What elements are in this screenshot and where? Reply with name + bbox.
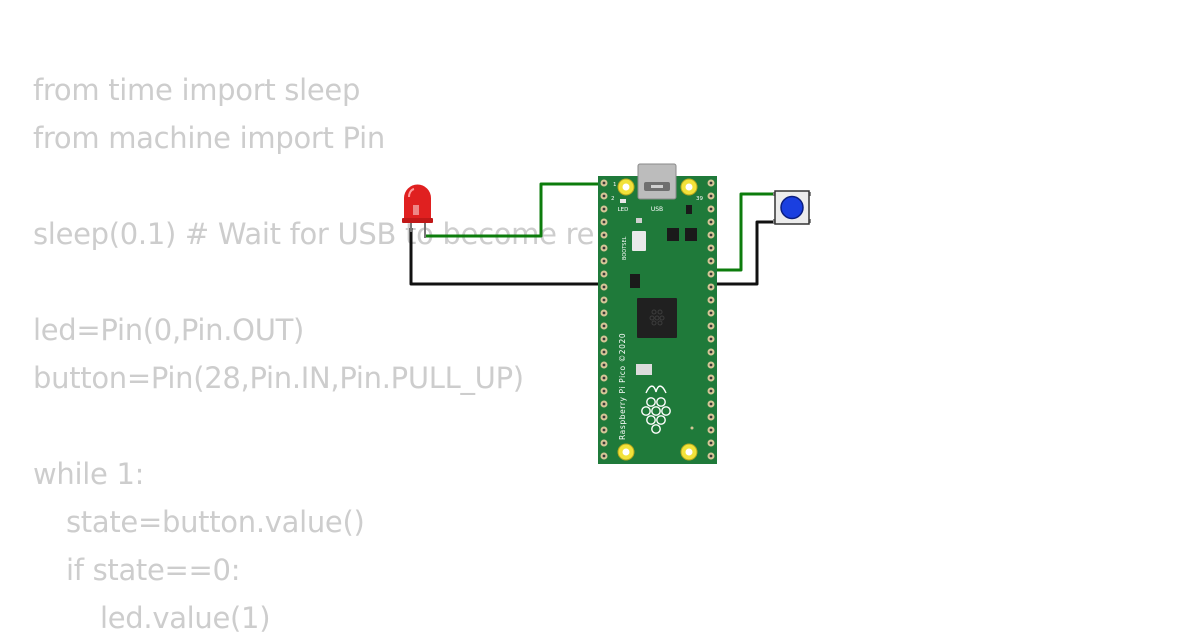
board-name-label: Raspberry Pi Pico ©2020	[618, 333, 627, 440]
flash-chip	[636, 364, 652, 375]
wires	[409, 182, 776, 286]
code-line: if state==0:	[66, 553, 241, 587]
usb-label: USB	[651, 206, 663, 213]
onboard-led-label: LED	[618, 207, 629, 213]
code-line: while 1:	[33, 457, 145, 491]
raspberry-logo-icon	[641, 385, 671, 434]
pin-2-label: 2	[611, 196, 615, 202]
code-editor: from time import sleep from machine impo…	[33, 66, 594, 642]
pico-board[interactable]: USB LED 1 2 39 BOOTSEL Raspberry Pi Pico…	[598, 163, 717, 464]
wire-button-signal[interactable]	[709, 192, 776, 272]
code-line: state=button.value()	[66, 505, 365, 539]
code-line: led.value(1)	[100, 601, 271, 635]
wire-led-cathode[interactable]	[409, 228, 604, 286]
pin-1-label: 1	[613, 182, 617, 188]
code-line: from time import sleep	[33, 73, 361, 107]
code-line: button=Pin(28,Pin.IN,Pin.PULL_UP)	[33, 361, 524, 395]
bootsel-label: BOOTSEL	[622, 236, 628, 260]
code-line: from machine import Pin	[33, 121, 385, 155]
bootsel-button[interactable]	[632, 231, 646, 251]
code-line: led=Pin(0,Pin.OUT)	[33, 313, 305, 347]
pushbutton-component[interactable]	[773, 190, 811, 225]
rp2040-chip	[637, 298, 677, 338]
led-component[interactable]	[402, 184, 433, 239]
led-body	[404, 184, 431, 222]
usb-connector	[637, 163, 677, 200]
pin-39-label: 39	[696, 196, 703, 202]
code-line: sleep(0.1) # Wait for USB to become re	[33, 217, 595, 251]
button-cap[interactable]	[780, 195, 804, 220]
wire-led-anode[interactable]	[425, 182, 604, 238]
wire-button-ground[interactable]	[709, 220, 776, 286]
mounting-holes	[617, 178, 698, 461]
onboard-led	[620, 199, 626, 203]
